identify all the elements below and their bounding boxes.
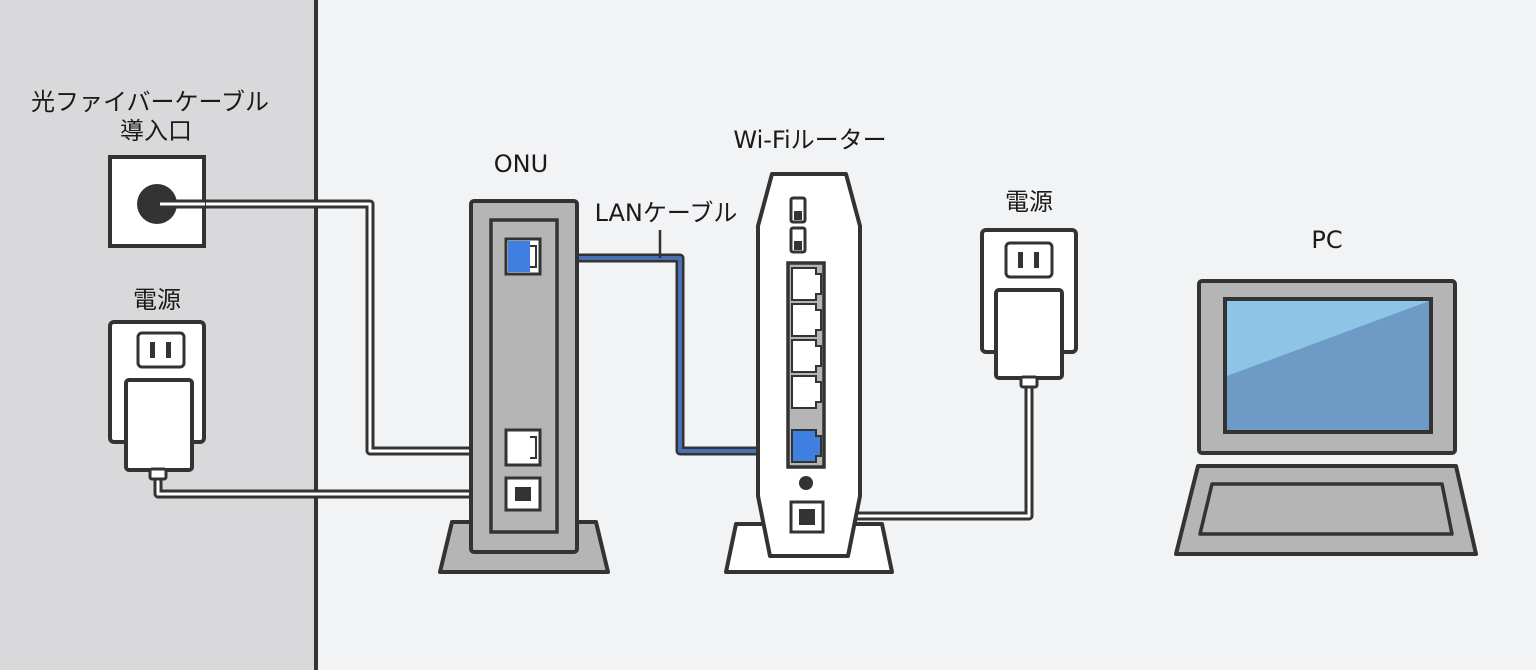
ac-adapter-right [994,288,1064,389]
power-cable-right [808,384,1034,521]
power-cable-left [153,478,520,499]
router-label: Wi-Fiルーター [733,126,887,154]
onu-device [438,199,610,574]
fiber-cable [155,199,518,456]
onu-lan-port [504,237,542,276]
onu-label: ONU [493,150,549,178]
fiber-inlet [108,155,206,248]
fiber-inlet-label: 光ファイバーケーブル [30,88,270,116]
lan-cable-label: LANケーブル [594,199,738,227]
fiber-inlet-sub-label: 導入口 [120,117,192,145]
router-wan-port [791,429,822,463]
power-left-label: 電源 [133,286,181,314]
pc-label: PC [1311,226,1343,254]
pc-laptop [1174,279,1478,556]
onu-optical-port [504,428,542,467]
screen-highlight [1227,301,1429,376]
lan-cable [518,253,810,456]
router-reset-button [799,476,813,490]
ac-adapter-left [124,378,194,481]
router-ports [791,267,822,409]
onu-power-port [504,476,542,512]
power-right-label: 電源 [1005,188,1053,216]
router-power-port [789,500,825,534]
wifi-router [724,172,894,574]
laptop-keyboard [1198,482,1454,536]
